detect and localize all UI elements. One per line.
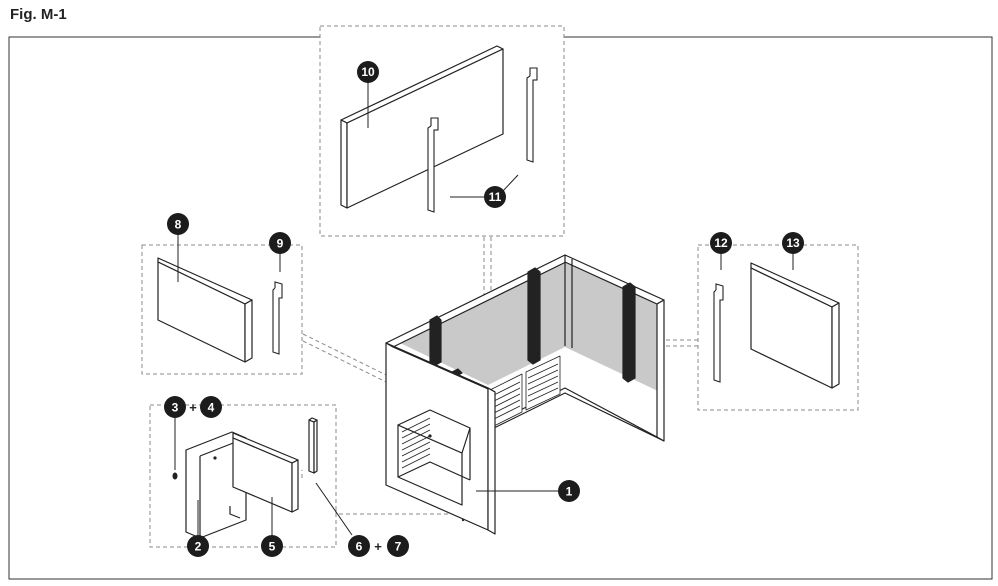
- svg-text:12: 12: [714, 236, 728, 250]
- svg-text:13: 13: [786, 236, 800, 250]
- callout-4: 4: [200, 396, 222, 418]
- svg-text:10: 10: [361, 65, 375, 79]
- plus-sign-3-4: +: [189, 400, 197, 415]
- svg-text:7: 7: [395, 540, 402, 554]
- callout-11: 11: [484, 186, 506, 208]
- svg-text:8: 8: [175, 218, 182, 232]
- svg-text:11: 11: [489, 190, 502, 204]
- part-5: [232, 432, 299, 513]
- callout-3: 3: [164, 396, 186, 418]
- svg-text:5: 5: [269, 540, 276, 554]
- callout-13: 13: [782, 232, 804, 254]
- part-6-7: [308, 417, 318, 474]
- panel-13: [750, 262, 840, 389]
- group-box-top: [319, 25, 565, 237]
- callout-6: 6: [348, 535, 370, 557]
- svg-text:3: 3: [172, 401, 179, 415]
- upright-12: [713, 283, 724, 383]
- panel-8: [157, 257, 253, 363]
- svg-text:4: 4: [208, 401, 215, 415]
- callout-8: 8: [167, 213, 189, 235]
- callout-5: 5: [261, 535, 283, 557]
- svg-text:1: 1: [566, 485, 573, 499]
- figure-title: Fig. M-1: [10, 6, 67, 23]
- callout-10: 10: [357, 61, 379, 83]
- callout-9: 9: [269, 232, 291, 254]
- group-box-right: [697, 244, 859, 411]
- group-box-left: [141, 244, 303, 375]
- group-box-front: [149, 404, 337, 548]
- plus-sign-6-7: +: [374, 539, 382, 554]
- panel-10: [340, 45, 504, 209]
- svg-text:9: 9: [277, 237, 284, 251]
- callout-12: 12: [710, 232, 732, 254]
- callout-1: 1: [558, 480, 580, 502]
- callout-7: 7: [387, 535, 409, 557]
- svg-text:6: 6: [356, 540, 363, 554]
- svg-text:2: 2: [195, 540, 202, 554]
- upright-9: [272, 281, 283, 355]
- upright-11: [427, 67, 538, 213]
- callout-2: 2: [187, 535, 209, 557]
- cabinet-assembly: [385, 254, 665, 535]
- part-3: [172, 472, 178, 480]
